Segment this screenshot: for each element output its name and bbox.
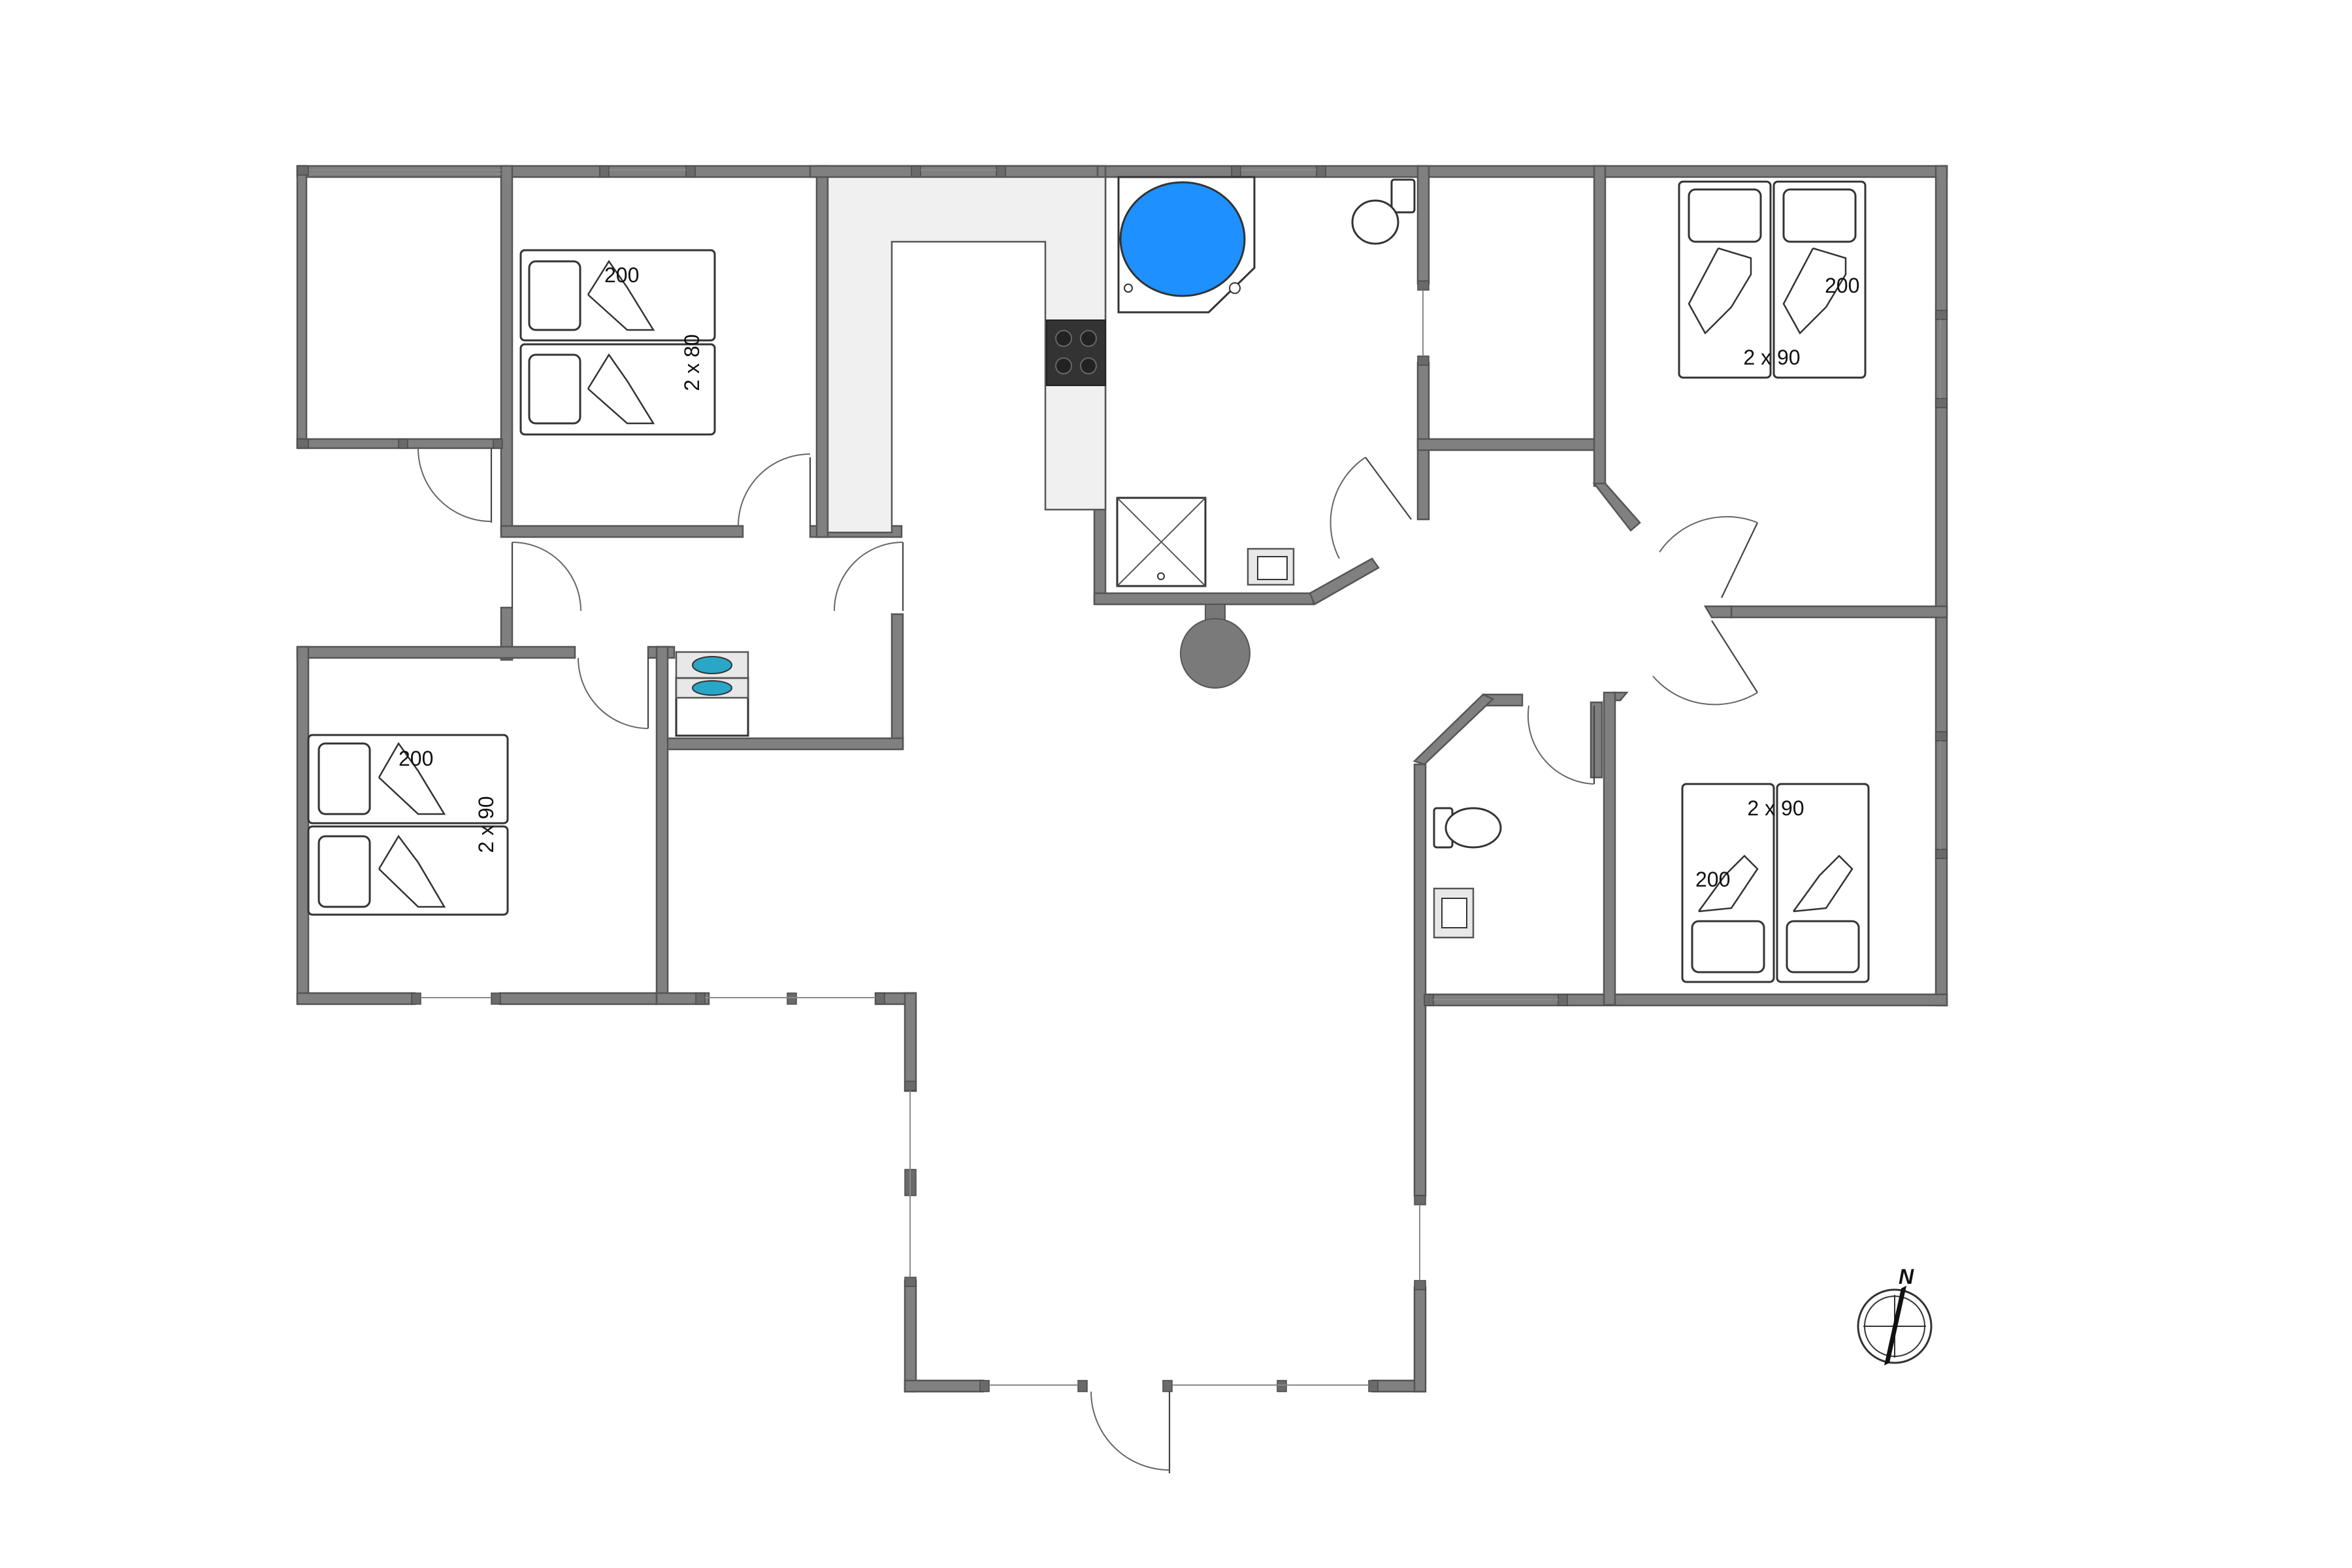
- wall-kitchen-north: [809, 165, 1099, 178]
- wall-utility-south: [664, 737, 904, 751]
- entrance-door[interactable]: [1090, 1391, 1171, 1473]
- door[interactable]: [1652, 620, 1758, 706]
- window: [979, 1380, 1088, 1392]
- wash-basin-icon: [1247, 547, 1295, 586]
- wall-east: [1935, 165, 1948, 1007]
- bed: [1772, 180, 1867, 379]
- window: [297, 165, 309, 449]
- window: [1162, 1380, 1379, 1392]
- bed: [1776, 783, 1870, 983]
- compass-rose-icon: N: [1857, 1265, 1933, 1365]
- door[interactable]: [511, 542, 581, 612]
- toilet-icon: [1433, 807, 1502, 849]
- window: [695, 992, 885, 1005]
- wall-closet-south: [1416, 438, 1602, 451]
- toilet-icon: [1351, 178, 1416, 245]
- windows: [297, 165, 1948, 1392]
- wall-east-bedrooms-divider: [1730, 605, 1948, 619]
- window: [1424, 994, 1568, 1006]
- bedroom-south-west: 200 2 x 90: [307, 734, 509, 916]
- wall-closet-east: [1593, 165, 1607, 487]
- bed-length-label: 200: [604, 263, 639, 287]
- kitchen: [826, 176, 1107, 534]
- wall-nw-bedroom-east: [815, 165, 829, 538]
- wc: [1433, 807, 1502, 939]
- wall-annex-west: [296, 165, 308, 448]
- window: [1935, 310, 1948, 408]
- bed-width-label: 2 x 90: [474, 796, 498, 853]
- wall-sw-bedroom-south-b: [498, 992, 658, 1005]
- wall-nw-bedroom-south: [500, 525, 744, 538]
- door[interactable]: [1527, 705, 1595, 785]
- window: [1417, 280, 1429, 366]
- wall-wc-diagonal: [1413, 693, 1495, 766]
- wall-wc-east: [1590, 701, 1603, 779]
- door[interactable]: [1330, 457, 1412, 559]
- shower-tray-icon: [1116, 497, 1207, 587]
- wall-sw-bedroom-south: [296, 992, 416, 1005]
- corner-bathtub-icon: [1117, 176, 1256, 314]
- wall-sw-bedroom-east: [655, 645, 669, 1004]
- window: [306, 169, 501, 174]
- window: [1414, 1195, 1426, 1290]
- wall-bathroom-diagonal: [1309, 557, 1380, 606]
- window: [411, 992, 501, 1005]
- stove-fireplace-icon: [1180, 604, 1250, 689]
- wall-ne-diagonal: [1592, 482, 1641, 532]
- bed-length-label: 200: [1825, 274, 1859, 297]
- wall-projection-east: [1413, 1286, 1427, 1393]
- wall-projection-east-b: [1413, 763, 1427, 1197]
- wash-basin-icon: [1433, 887, 1475, 939]
- bed: [519, 343, 716, 436]
- bed: [1678, 180, 1772, 379]
- door[interactable]: [1659, 515, 1758, 598]
- window: [398, 438, 503, 449]
- wall-utility-east: [890, 613, 904, 749]
- washing-machine-icon: [675, 651, 749, 679]
- bed-length-label: 200: [399, 747, 433, 770]
- bedroom-north-west: 200 2 x 80: [519, 249, 716, 436]
- window: [599, 165, 696, 178]
- utility: [675, 651, 749, 737]
- wall-projection-south: [904, 1379, 985, 1393]
- bed-length-label: 200: [1695, 868, 1730, 891]
- compass-north-label: N: [1899, 1265, 1914, 1288]
- wall-sw-bedroom-north: [296, 645, 576, 659]
- door[interactable]: [834, 542, 904, 612]
- tumble-dryer-icon: [675, 677, 749, 737]
- wall-nw-bedroom-west: [500, 165, 514, 533]
- wall-bathroom-east: [1416, 165, 1430, 285]
- wall-projection-west: [904, 992, 917, 1092]
- bed: [307, 734, 509, 825]
- wall-se-bedroom-west: [1603, 691, 1616, 1006]
- bed: [1681, 783, 1775, 983]
- wall-divider-notch: [1703, 605, 1733, 619]
- wall-bathroom-south: [1093, 592, 1315, 606]
- bathroom: [1116, 176, 1416, 587]
- door[interactable]: [578, 657, 649, 729]
- wall-sw-bedroom-west: [296, 645, 310, 1004]
- door[interactable]: [417, 448, 493, 523]
- walls: [296, 165, 1948, 1393]
- window: [904, 1081, 917, 1287]
- wall-projection-west-b: [904, 1279, 917, 1393]
- window: [1935, 731, 1948, 859]
- bed: [519, 249, 716, 342]
- bedroom-south-east: 2 x 90 200: [1681, 783, 1870, 983]
- bedroom-north-east: 200 2 x 90: [1678, 180, 1867, 379]
- door[interactable]: [738, 453, 811, 527]
- doors: [417, 448, 1758, 1473]
- wall-north: [296, 165, 1948, 178]
- bed-width-label: 2 x 90: [1743, 346, 1800, 369]
- bed: [307, 825, 509, 916]
- bed-width-label: 2 x 80: [680, 334, 704, 391]
- bed-width-label: 2 x 90: [1747, 796, 1804, 820]
- cooktop-icon: [1046, 319, 1106, 386]
